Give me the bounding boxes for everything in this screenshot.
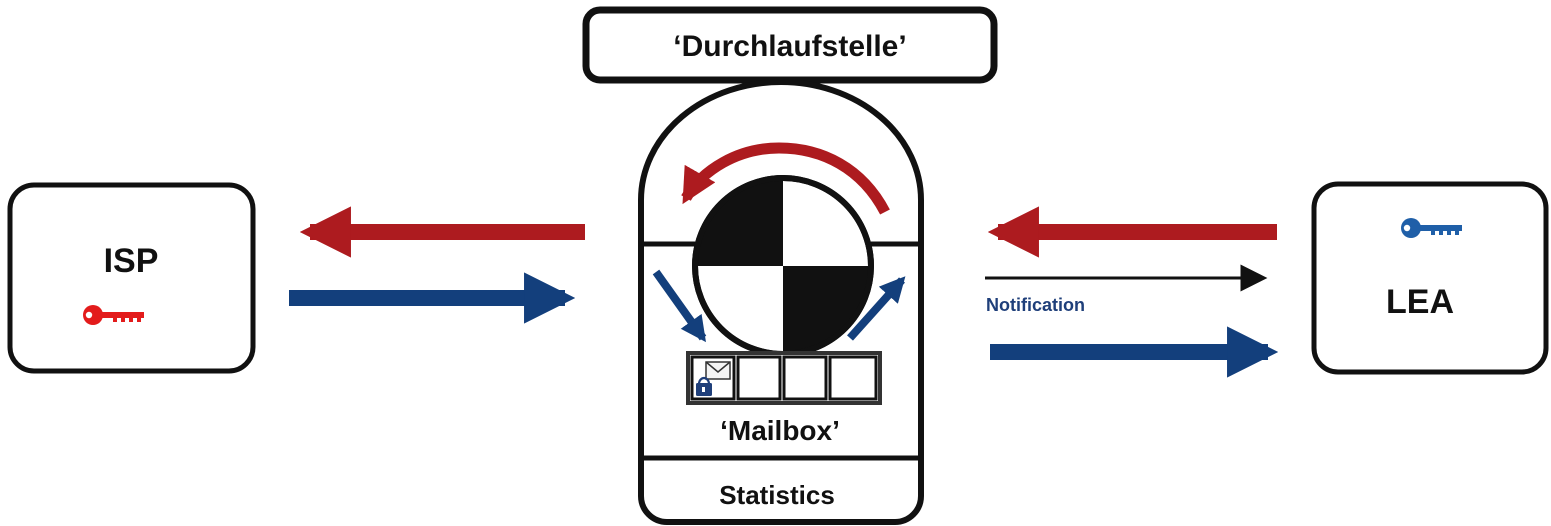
processing-disc xyxy=(692,175,874,357)
mailbox-in-arrow xyxy=(652,269,707,343)
key-icon xyxy=(83,305,144,325)
locked-envelope-icon xyxy=(696,361,731,396)
title-box: ‘Durchlaufstelle’ xyxy=(582,6,998,84)
lea-label: LEA xyxy=(1386,283,1454,321)
rotation-arrow xyxy=(681,142,890,215)
isp-label: ISP xyxy=(104,242,159,280)
isp-box: ISP xyxy=(7,182,256,374)
statistics-label: Statistics xyxy=(719,480,835,510)
mailbox-label: ‘Mailbox’ xyxy=(720,415,840,446)
title-label: ‘Durchlaufstelle’ xyxy=(673,30,906,63)
mailbox-out-arrow xyxy=(847,276,906,341)
mailbox xyxy=(686,351,882,405)
key-icon xyxy=(1401,218,1462,238)
center-unit: ‘Mailbox’ Statistics xyxy=(638,79,924,525)
lea-box: LEA xyxy=(1311,181,1549,375)
notification-label: Notification xyxy=(986,295,1085,315)
